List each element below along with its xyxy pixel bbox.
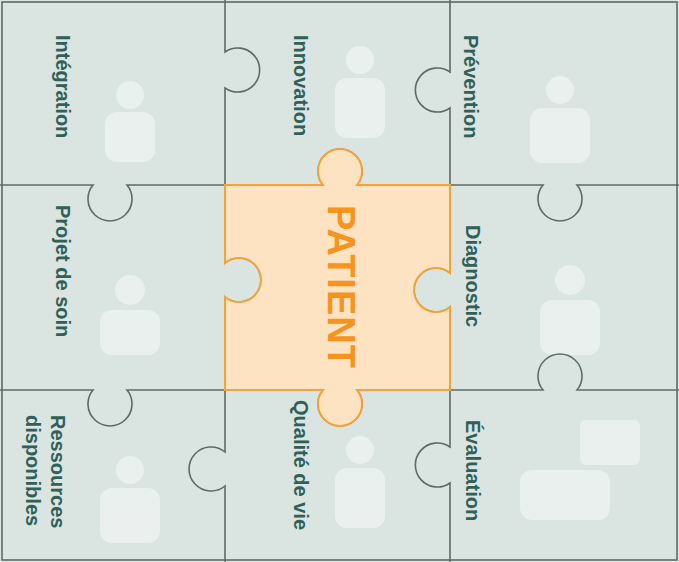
figure-head — [116, 81, 144, 109]
puzzle-piece: Qualité de vie — [225, 390, 450, 562]
piece-label: Ressources disponibles — [20, 415, 70, 550]
piece-label: Qualité de vie — [288, 400, 313, 530]
figure-head — [555, 265, 585, 295]
puzzle-piece: Évaluation — [450, 390, 679, 562]
figure-head — [346, 436, 374, 464]
monitor-shape — [580, 420, 640, 465]
figure-head — [546, 76, 574, 104]
figure-body — [335, 78, 385, 138]
figure-body — [100, 488, 160, 543]
piece-label: Intégration — [50, 35, 75, 138]
puzzle-piece: Innovation — [225, 0, 450, 185]
figure-body — [105, 112, 155, 162]
piece-label: Évaluation — [460, 420, 485, 521]
figure-body — [520, 470, 610, 520]
figure-body — [540, 300, 600, 355]
piece-border — [189, 0, 261, 562]
figure-body — [530, 108, 590, 163]
puzzle-piece: Projet de soin — [0, 185, 225, 390]
piece-border — [414, 0, 450, 562]
piece-label: Projet de soin — [50, 205, 75, 337]
center-puzzle-piece: PATIENT — [225, 185, 450, 390]
figure-body — [100, 310, 160, 355]
figure-body — [335, 468, 385, 528]
center-piece — [225, 149, 450, 426]
center-label: PATIENT — [322, 205, 360, 369]
background-figures — [100, 46, 640, 543]
piece-label: Diagnostic — [460, 225, 485, 327]
puzzle-piece: Ressources disponibles — [0, 390, 225, 562]
puzzle-piece: Prévention — [450, 0, 679, 185]
piece-label: Prévention — [458, 35, 483, 138]
puzzle-piece: Diagnostic — [450, 185, 679, 390]
figure-head — [115, 275, 145, 305]
figure-head — [346, 46, 374, 74]
piece-label: Innovation — [288, 35, 313, 136]
puzzle-piece: Intégration — [0, 0, 225, 185]
figure-head — [116, 456, 144, 484]
